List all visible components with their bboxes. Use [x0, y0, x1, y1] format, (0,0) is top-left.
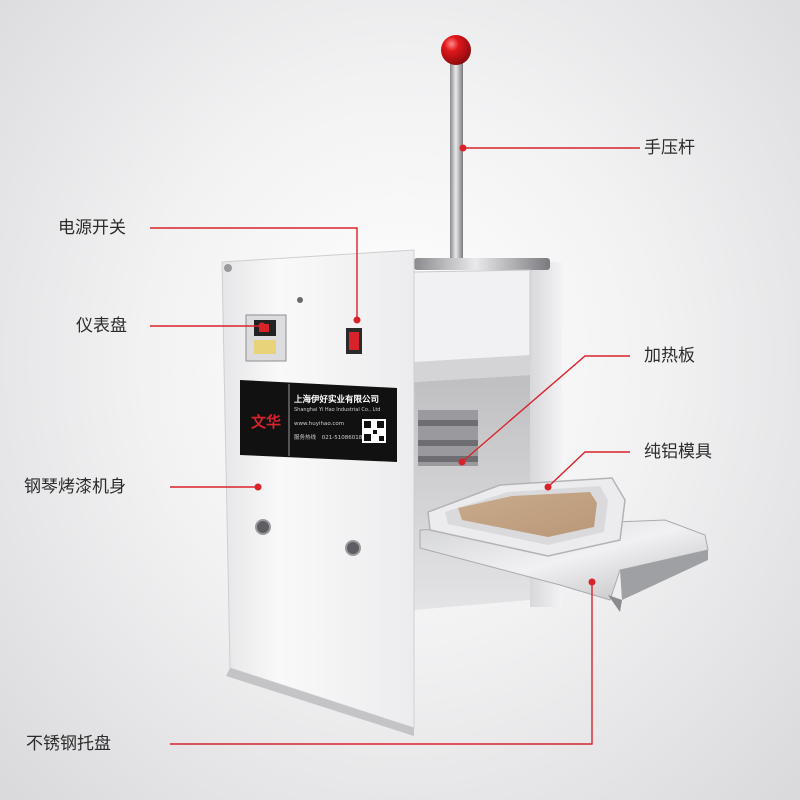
- phone-label: 服务热线: [294, 435, 317, 441]
- handle-rod: [450, 58, 463, 270]
- callout-body: 钢琴烤漆机身: [24, 477, 126, 497]
- handle-knob: [441, 35, 471, 65]
- phone-number: 021-51086018: [321, 435, 363, 441]
- callout-handle: 手压杆: [644, 138, 695, 158]
- top-bar: [414, 258, 550, 270]
- sealed-cup: [458, 492, 597, 537]
- brand-panel: [240, 380, 397, 462]
- company-name: 上海伊好实业有限公司: [294, 395, 380, 405]
- screw: [224, 264, 232, 272]
- callout-tray: 不锈钢托盘: [26, 734, 111, 754]
- connector-port: [255, 519, 271, 535]
- connector-port: [345, 540, 361, 556]
- callout-mold: 纯铝模具: [644, 442, 712, 462]
- callout-gauge: 仪表盘: [76, 316, 127, 336]
- company-phone-row: 服务热线 021-51086018: [294, 433, 362, 441]
- screw: [297, 297, 303, 303]
- press-head: [413, 269, 531, 369]
- company-name-en: Shanghai Yi Hao Industrial Co., Ltd: [294, 407, 381, 413]
- callout-power-switch: 电源开关: [58, 218, 126, 238]
- callout-dots: [254, 144, 596, 586]
- callout-heating-plate: 加热板: [644, 346, 695, 366]
- callout-lines: [150, 147, 640, 745]
- brand-logo: 文华: [250, 413, 281, 431]
- company-website: www.huyihao.com: [294, 421, 345, 427]
- press-head-base: [414, 355, 530, 382]
